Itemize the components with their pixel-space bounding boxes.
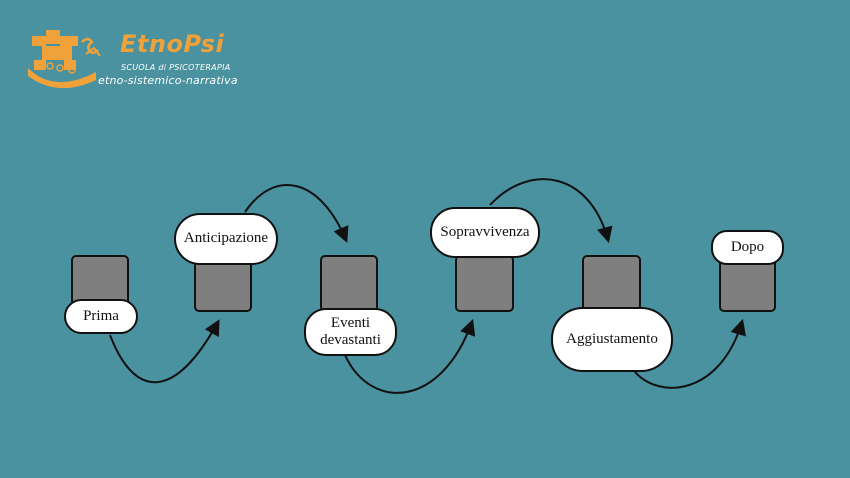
logo-title: EtnoPsi xyxy=(120,30,225,58)
stage-box-sopravvivenza xyxy=(455,255,514,312)
arrow-anticipazione-to-eventi xyxy=(244,184,349,243)
stage-label-sopravvivenza: Sopravvivenza xyxy=(430,207,540,258)
stage-box-eventi xyxy=(320,255,378,312)
arrow-aggiustamento-to-dopo xyxy=(634,318,746,389)
logo-tagline: etno-sistemico-narrativa xyxy=(98,74,238,87)
arrow-sopravvivenza-to-aggiustamento xyxy=(489,178,613,244)
stage-label-anticipazione: Anticipazione xyxy=(174,213,278,265)
logo-subtitle: SCUOLA di PSICOTERAPIA xyxy=(121,63,231,72)
stage-label-prima: Prima xyxy=(64,299,138,334)
arrow-prima-to-anticipazione xyxy=(109,319,220,384)
logo-emblem-icon xyxy=(28,30,101,89)
stage-label-aggiustamento: Aggiustamento xyxy=(551,307,673,372)
stage-label-dopo: Dopo xyxy=(711,230,784,265)
arrow-eventi-to-sopravvivenza xyxy=(344,318,476,394)
stage-box-aggiustamento xyxy=(582,255,641,311)
stage-label-eventi: Eventi devastanti xyxy=(304,308,397,356)
etnopsi-logo: EtnoPsi SCUOLA di PSICOTERAPIA etno-sist… xyxy=(24,24,239,94)
